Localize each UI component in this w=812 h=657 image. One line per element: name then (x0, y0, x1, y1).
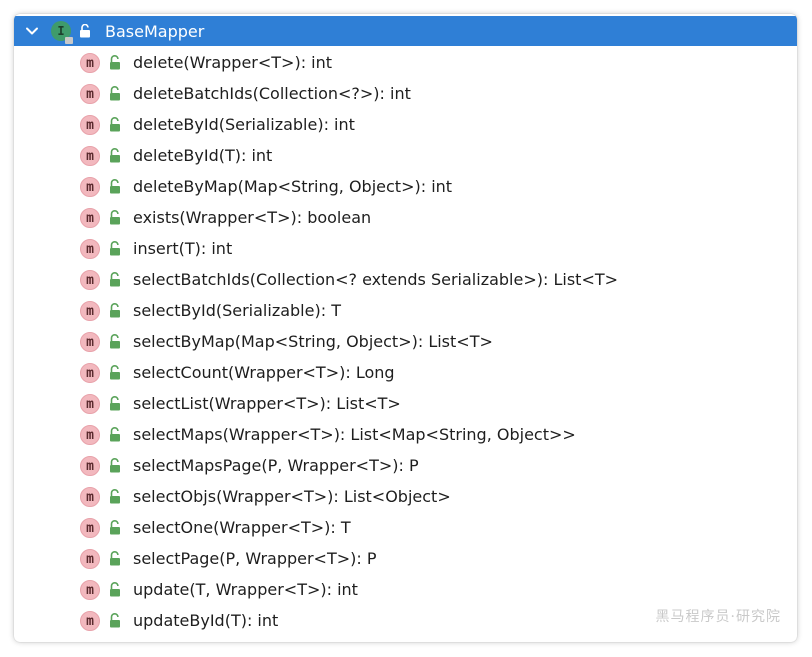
lock-overlay-icon (65, 37, 73, 44)
unlock-icon (110, 334, 120, 349)
method-item[interactable]: m selectMaps(Wrapper<T>): List<Map<String… (14, 419, 797, 450)
method-signature: selectByMap(Map<String, Object>): List<T… (133, 332, 493, 351)
method-signature: selectMaps(Wrapper<T>): List<Map<String,… (133, 425, 576, 444)
unlock-icon (110, 55, 120, 70)
interface-icon: I (51, 21, 73, 44)
method-signature: deleteById(Serializable): int (133, 115, 355, 134)
method-item[interactable]: m exists(Wrapper<T>): boolean (14, 202, 797, 233)
method-item[interactable]: m selectCount(Wrapper<T>): Long (14, 357, 797, 388)
method-signature: selectBatchIds(Collection<? extends Seri… (133, 270, 619, 289)
method-icon: m (80, 425, 100, 445)
method-signature: selectList(Wrapper<T>): List<T> (133, 394, 401, 413)
method-item[interactable]: m selectBatchIds(Collection<? extends Ser… (14, 264, 797, 295)
method-item[interactable]: m delete(Wrapper<T>): int (14, 47, 797, 78)
method-item[interactable]: m selectByMap(Map<String, Object>): List<… (14, 326, 797, 357)
method-icon: m (80, 518, 100, 538)
unlock-icon (110, 427, 120, 442)
method-icon: m (80, 53, 100, 73)
method-item[interactable]: m selectById(Serializable): T (14, 295, 797, 326)
unlock-icon (110, 148, 120, 163)
method-signature: deleteById(T): int (133, 146, 273, 165)
watermark: 黑马程序员·研究院 (655, 609, 781, 625)
method-item[interactable]: m selectOne(Wrapper<T>): T (14, 512, 797, 543)
method-icon: m (80, 146, 100, 166)
method-signature: insert(T): int (133, 239, 233, 258)
method-icon: m (80, 611, 100, 631)
tree-node-basemapper[interactable]: I BaseMapper (14, 16, 797, 46)
method-icon: m (80, 549, 100, 569)
method-list: m delete(Wrapper<T>): int m deleteBatchIds(… (14, 47, 797, 636)
method-item[interactable]: m deleteById(T): int (14, 140, 797, 171)
method-icon: m (80, 487, 100, 507)
method-item[interactable]: m deleteById(Serializable): int (14, 109, 797, 140)
method-signature: selectObjs(Wrapper<T>): List<Object> (133, 487, 451, 506)
unlock-icon (80, 24, 90, 38)
unlock-icon (110, 86, 120, 101)
method-icon: m (80, 239, 100, 259)
method-signature: selectOne(Wrapper<T>): T (133, 518, 351, 537)
method-item[interactable]: m selectList(Wrapper<T>): List<T> (14, 388, 797, 419)
method-signature: exists(Wrapper<T>): boolean (133, 208, 372, 227)
unlock-icon (110, 272, 120, 287)
method-item[interactable]: m selectMapsPage(P, Wrapper<T>): P (14, 450, 797, 481)
structure-panel: I BaseMapper m delete(Wrapper<T>): int m de… (14, 14, 797, 642)
method-icon: m (80, 580, 100, 600)
unlock-icon (110, 117, 120, 132)
method-item[interactable]: m update(T, Wrapper<T>): int (14, 574, 797, 605)
method-item[interactable]: m selectPage(P, Wrapper<T>): P (14, 543, 797, 574)
unlock-icon (110, 241, 120, 256)
unlock-icon (110, 520, 120, 535)
method-signature: updateById(T): int (133, 611, 279, 630)
method-signature: deleteByMap(Map<String, Object>): int (133, 177, 453, 196)
unlock-icon (110, 582, 120, 597)
method-icon: m (80, 84, 100, 104)
method-icon: m (80, 115, 100, 135)
unlock-icon (110, 551, 120, 566)
interface-title: BaseMapper (105, 21, 205, 41)
method-icon: m (80, 301, 100, 321)
method-icon: m (80, 363, 100, 383)
method-item[interactable]: m deleteByMap(Map<String, Object>): int (14, 171, 797, 202)
method-icon: m (80, 456, 100, 476)
unlock-icon (110, 210, 120, 225)
interface-icon-letter: I (57, 24, 65, 38)
method-item[interactable]: m insert(T): int (14, 233, 797, 264)
unlock-icon (110, 396, 120, 411)
method-signature: selectCount(Wrapper<T>): Long (133, 363, 395, 382)
method-icon: m (80, 208, 100, 228)
method-signature: delete(Wrapper<T>): int (133, 53, 333, 72)
method-item[interactable]: m deleteBatchIds(Collection<?>): int (14, 78, 797, 109)
method-signature: selectMapsPage(P, Wrapper<T>): P (133, 456, 419, 475)
method-signature: update(T, Wrapper<T>): int (133, 580, 358, 599)
unlock-icon (110, 365, 120, 380)
method-item[interactable]: m updateById(T): int (14, 605, 797, 636)
unlock-icon (110, 489, 120, 504)
unlock-icon (110, 458, 120, 473)
unlock-icon (110, 303, 120, 318)
method-icon: m (80, 332, 100, 352)
method-icon: m (80, 177, 100, 197)
chevron-down-icon[interactable] (14, 16, 50, 46)
method-signature: selectById(Serializable): T (133, 301, 341, 320)
method-icon: m (80, 394, 100, 414)
unlock-icon (110, 179, 120, 194)
method-item[interactable]: m selectObjs(Wrapper<T>): List<Object> (14, 481, 797, 512)
method-signature: deleteBatchIds(Collection<?>): int (133, 84, 411, 103)
unlock-icon (110, 613, 120, 628)
method-signature: selectPage(P, Wrapper<T>): P (133, 549, 377, 568)
method-icon: m (80, 270, 100, 290)
